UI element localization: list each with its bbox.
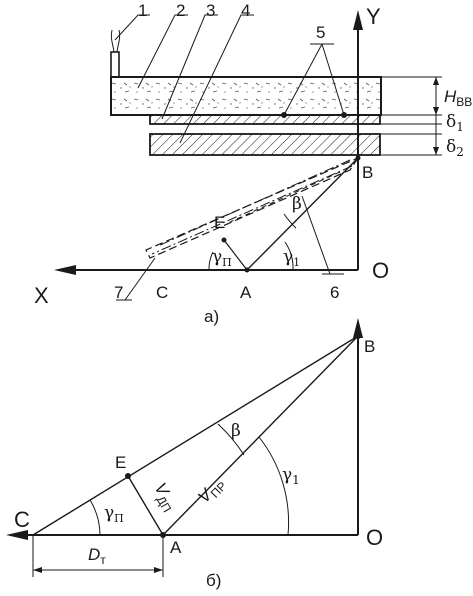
point-e-a xyxy=(221,237,227,243)
line-a-e-b xyxy=(127,475,164,536)
leader-1 xyxy=(114,14,150,41)
label-dt: Dт xyxy=(88,545,106,567)
target-plate-layer xyxy=(149,133,381,156)
callout-3: 3 xyxy=(206,1,215,20)
x-axis-arrow xyxy=(54,265,76,275)
angle-gamma-p-b: γП xyxy=(104,503,124,525)
leader-6 xyxy=(301,195,331,275)
diagram-b: O B E A C β γ1 γП VПР VДП Dт б) xyxy=(6,318,383,590)
angle-beta-b: β xyxy=(231,421,241,441)
leader-3 xyxy=(161,14,218,120)
caption-a: а) xyxy=(204,307,219,326)
dim-delta2: δ2 xyxy=(446,137,464,159)
label-c-a: C xyxy=(156,283,168,302)
label-c-b: C xyxy=(14,507,30,532)
y-axis-b-arrow xyxy=(353,318,363,338)
angle-gamma-p-a: γП xyxy=(212,247,232,269)
arc-gamma1-a xyxy=(284,241,294,271)
dim-dt-arrow-left xyxy=(33,567,42,573)
thin-plate-layer xyxy=(149,114,381,125)
dim-delta1: δ1 xyxy=(446,112,464,134)
label-a-b: A xyxy=(170,538,182,557)
leader-7 xyxy=(124,257,156,301)
point-b-b xyxy=(355,333,361,339)
arc-gamma-p-b xyxy=(89,499,101,536)
angle-gamma1-b: γ1 xyxy=(282,465,300,487)
angle-beta-a: β xyxy=(292,194,302,214)
label-vpr: VПР xyxy=(194,473,229,508)
dim-dt-arrow-right xyxy=(154,567,163,573)
sensor-element xyxy=(110,51,120,78)
callout-5: 5 xyxy=(316,23,325,42)
label-b-a: B xyxy=(362,163,373,182)
label-e-a: E xyxy=(214,213,225,232)
leader-5b xyxy=(321,43,345,116)
leader-2 xyxy=(137,14,188,89)
angle-gamma1-a: γ1 xyxy=(283,247,300,269)
sensor-wire-left xyxy=(110,29,115,53)
line-b-a xyxy=(246,157,359,271)
sensor-wire-right xyxy=(116,29,121,53)
arc-gamma-p-a xyxy=(208,251,214,271)
flying-plate-inner xyxy=(229,171,341,223)
leader-4 xyxy=(179,14,254,144)
diagram-a: 1 2 3 4 5 Y X O HBB δ1 δ2 B xyxy=(34,1,472,326)
y-axis-label: Y xyxy=(366,4,381,29)
caption-b: б) xyxy=(206,571,221,590)
x-axis-b-arrow xyxy=(6,530,28,540)
flying-plate-dashdot-1 xyxy=(157,159,351,247)
label-a-a: A xyxy=(240,283,252,302)
origin-label-b: O xyxy=(366,525,383,550)
x-axis-label: X xyxy=(34,283,49,308)
y-axis-arrow xyxy=(353,10,363,30)
arc-gamma1-b xyxy=(258,436,290,536)
dim-arrow-bottom xyxy=(433,147,439,155)
callout-6: 6 xyxy=(330,283,339,302)
explosive-layer xyxy=(110,76,382,116)
point-e-b xyxy=(125,473,131,479)
arc-beta-a xyxy=(283,213,297,229)
label-e-b: E xyxy=(115,453,126,472)
leader-5a xyxy=(283,43,323,116)
label-vdp: VДП xyxy=(148,480,181,515)
line-a-e xyxy=(223,239,248,271)
line-a-b xyxy=(162,335,359,536)
callout-2: 2 xyxy=(176,1,185,20)
arc-beta-b xyxy=(217,423,245,456)
dim-hbb: HBB xyxy=(444,87,472,109)
dim-arrow-top xyxy=(433,77,439,85)
callout-4: 4 xyxy=(241,1,250,20)
callout-7: 7 xyxy=(114,283,123,302)
flying-plate-dashdot-2 xyxy=(151,165,353,255)
label-b-b: B xyxy=(364,337,375,356)
callout-1: 1 xyxy=(138,1,147,20)
flying-plate-outline xyxy=(145,156,360,259)
origin-label: O xyxy=(372,258,389,283)
dim-arrow-hbb-bottom xyxy=(433,107,439,115)
line-c-b xyxy=(32,335,359,536)
point-a-a xyxy=(244,267,250,273)
